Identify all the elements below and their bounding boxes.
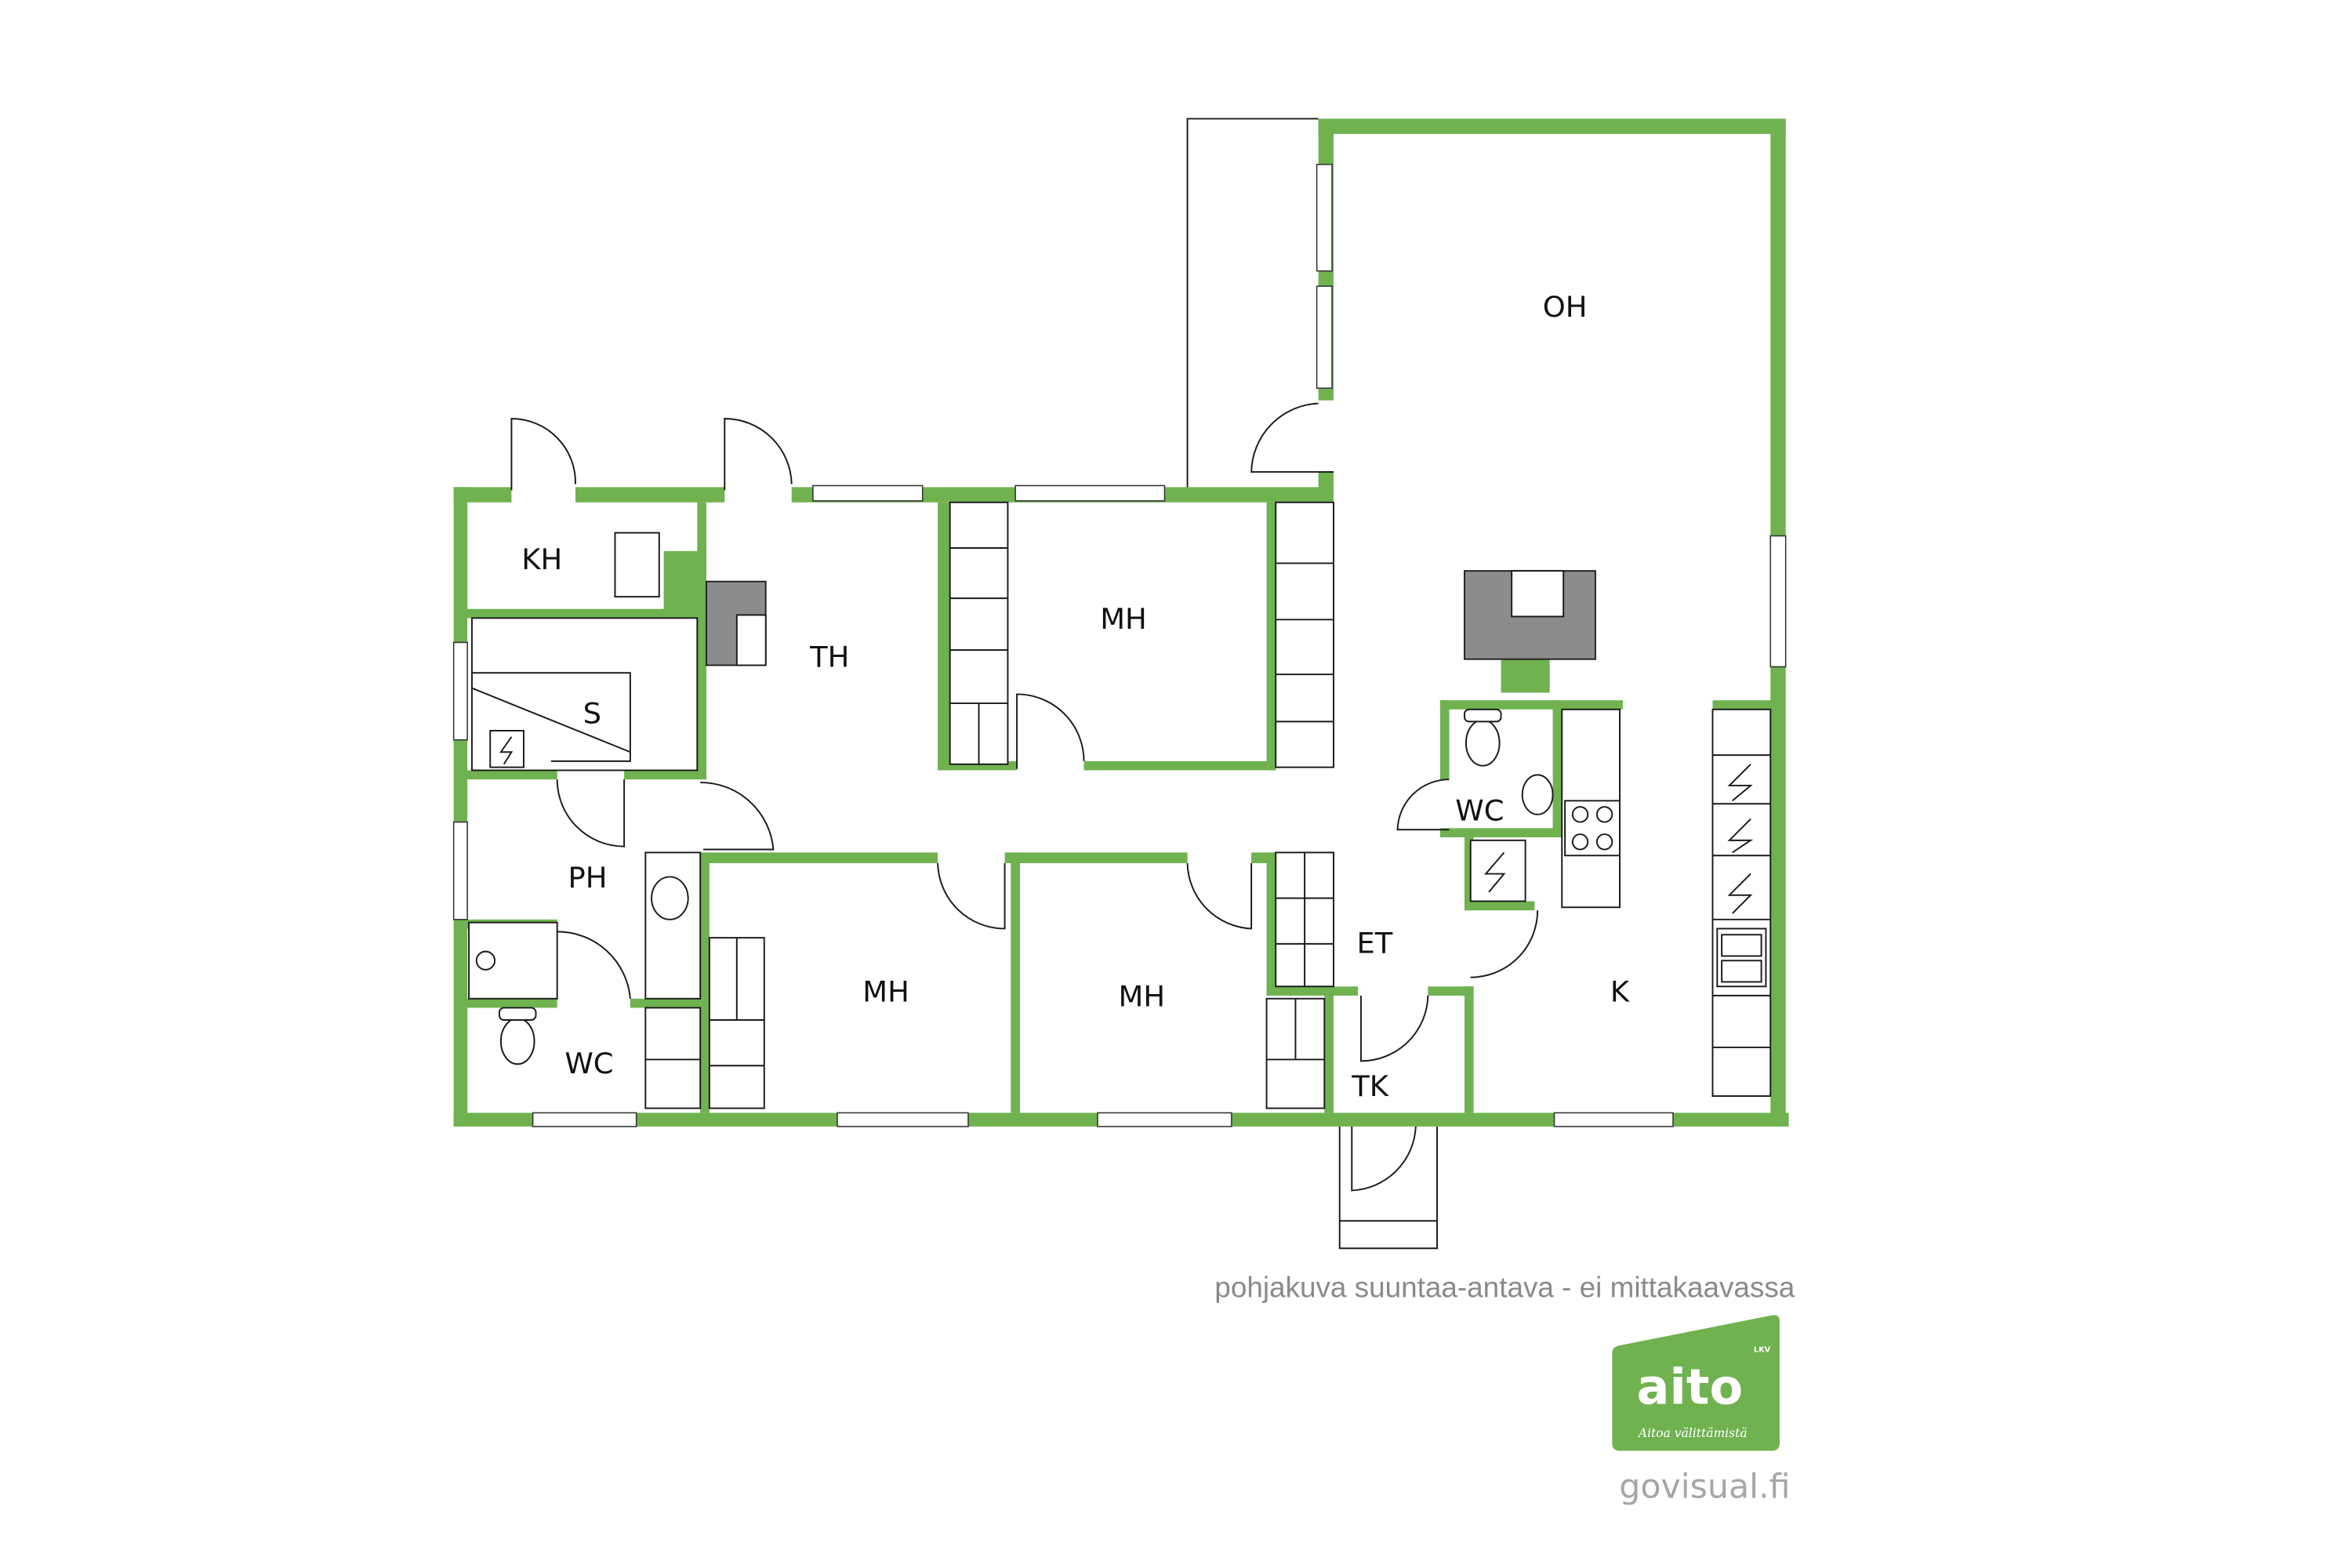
fixtures <box>468 501 1772 1109</box>
room-label-wc: WC <box>564 1047 613 1080</box>
kh-appliance <box>614 532 660 598</box>
room-label-tk: TK <box>1351 1069 1389 1103</box>
credit-text: govisual.fi <box>1619 1468 1790 1507</box>
room-label-k: K <box>1610 975 1630 1009</box>
room-label-ph: PH <box>568 861 608 895</box>
doors <box>510 402 1539 1192</box>
room-label-wc: WC <box>1455 794 1504 828</box>
scale-disclaimer: pohjakuva suuntaa-antava - ei mittakaava… <box>1214 1271 1795 1303</box>
room-label-mh: MH <box>1119 979 1166 1013</box>
room-label-et: ET <box>1356 927 1392 960</box>
room-label-th: TH <box>809 640 849 673</box>
room-label-mh: MH <box>1100 602 1147 636</box>
electric-icon <box>499 736 514 765</box>
entrance-steps <box>1338 1126 1438 1250</box>
windows <box>452 163 1787 1127</box>
logo-badge: LKV <box>1754 1345 1771 1354</box>
room-labels: OH KH TH MH S PH MH MH ET WC WC K TK <box>521 290 1630 1103</box>
aito-logo: aito LKV Aitoa välittämistä <box>1612 1315 1780 1451</box>
logo-tagline: Aitoa välittämistä <box>1637 1426 1748 1440</box>
room-label-mh: MH <box>862 975 909 1009</box>
logo-name: aito <box>1637 1358 1744 1415</box>
room-label-oh: OH <box>1543 290 1588 324</box>
room-label-kh: KH <box>521 543 562 576</box>
terrace-outline <box>1186 118 1319 488</box>
room-label-s: S <box>583 696 601 730</box>
